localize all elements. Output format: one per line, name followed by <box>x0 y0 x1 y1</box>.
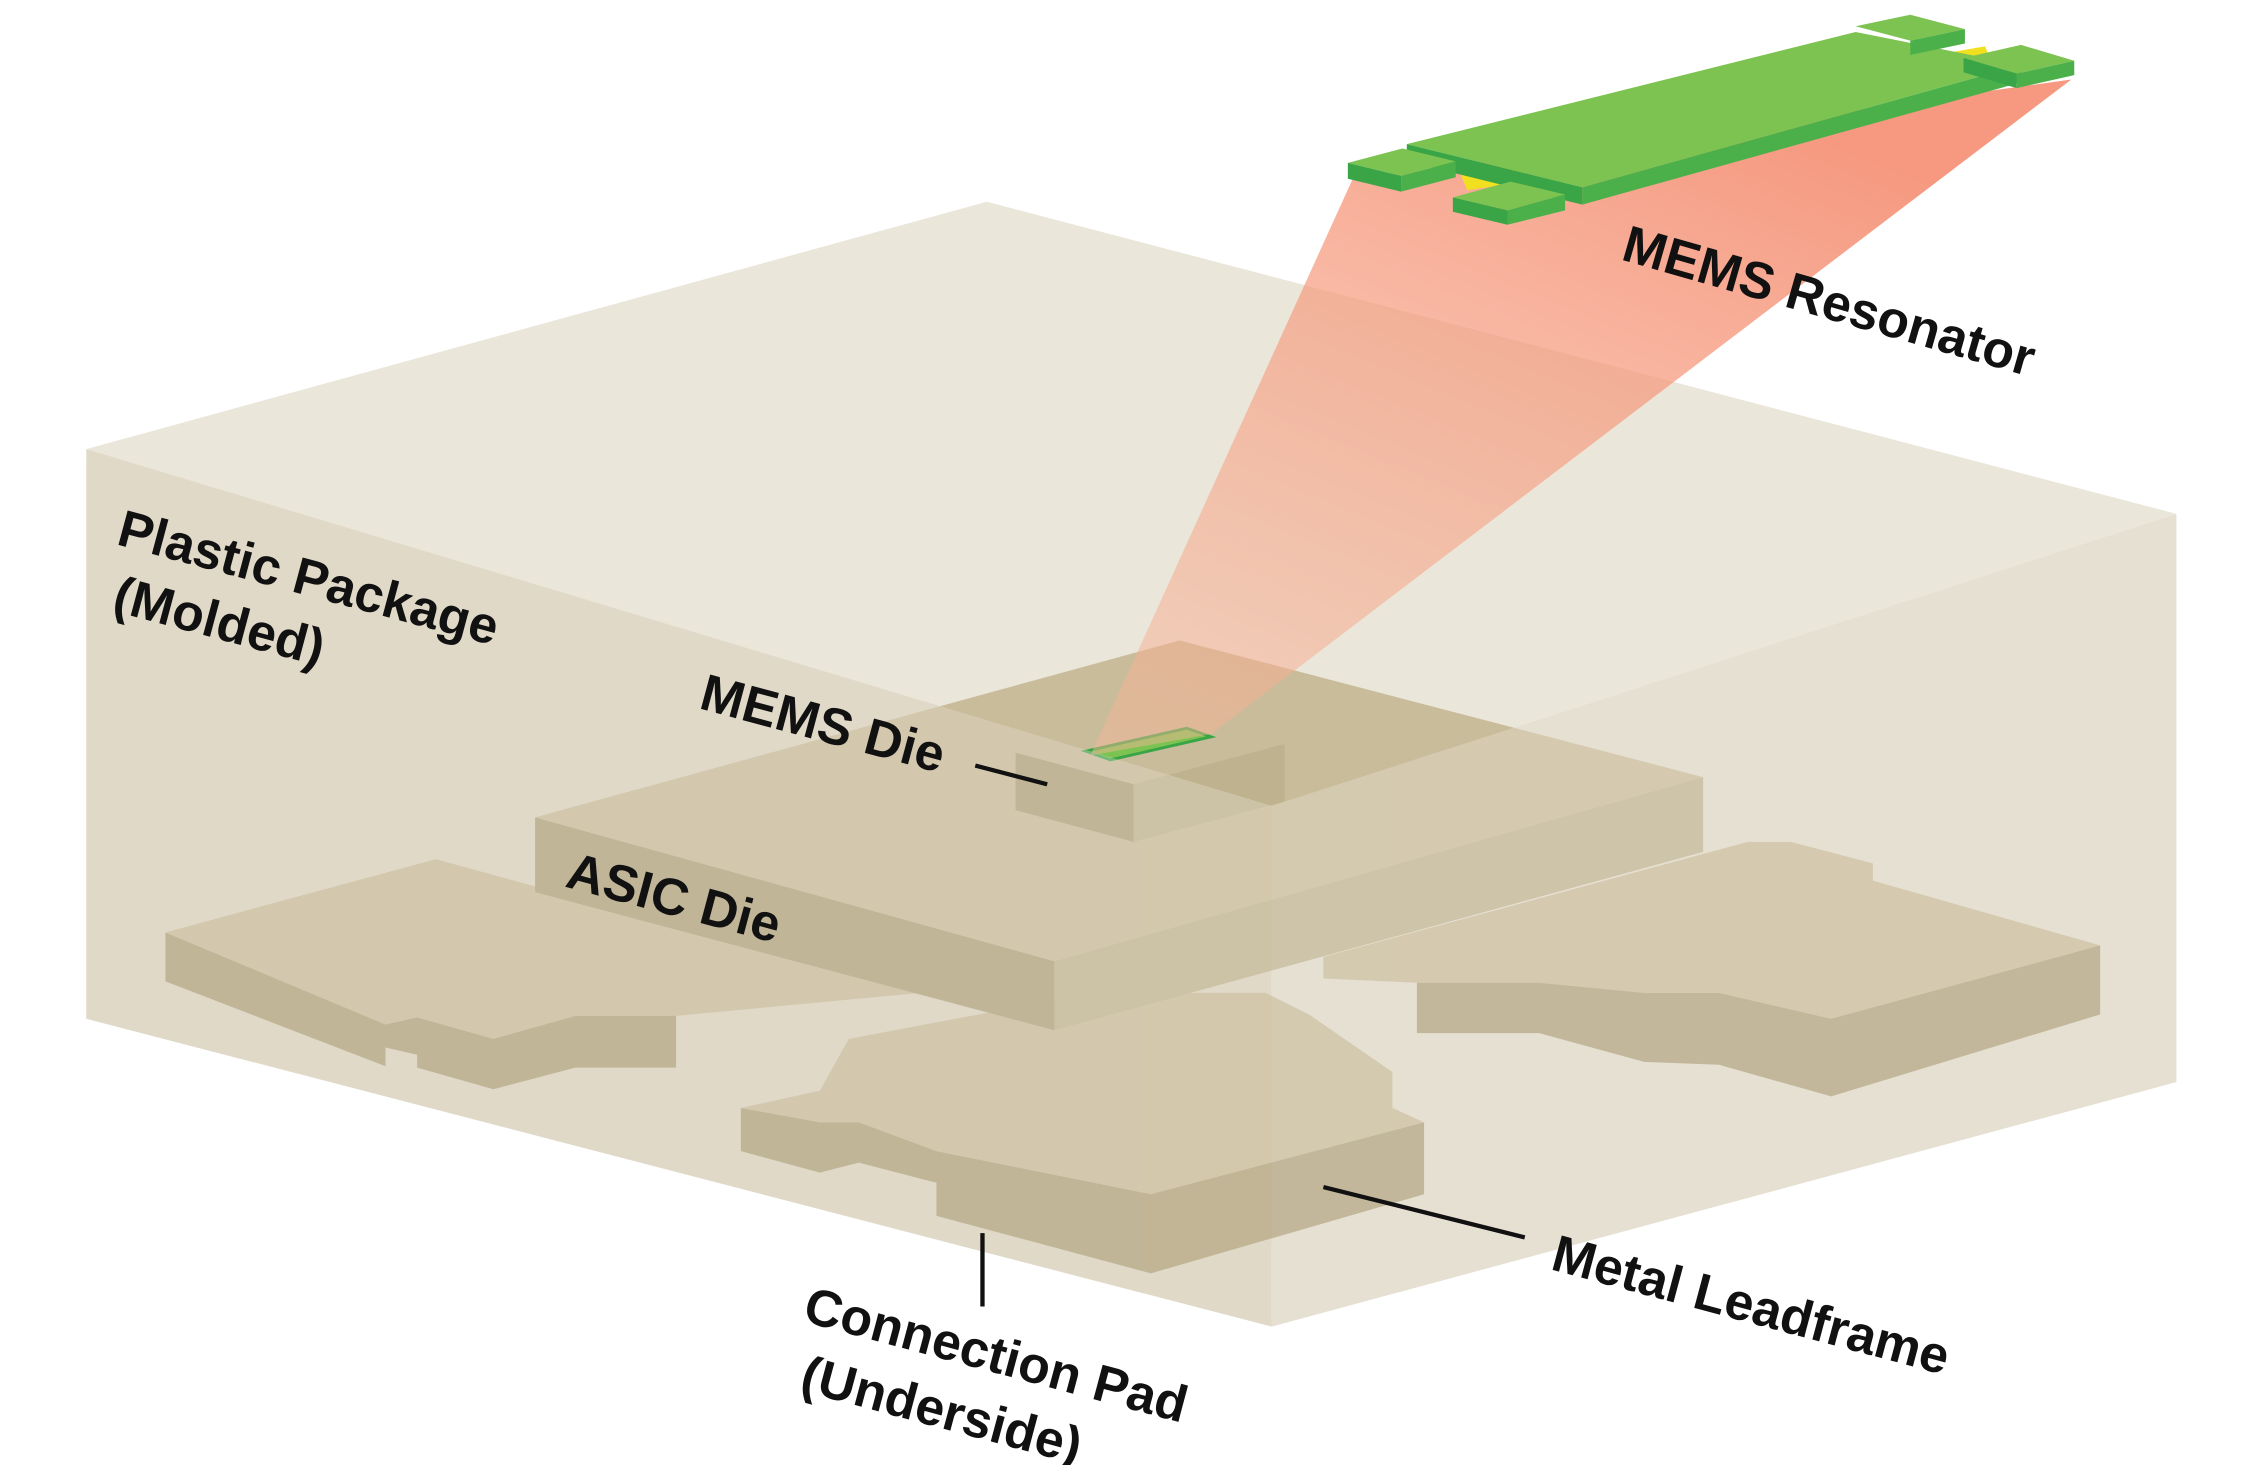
plastic-package-front <box>86 449 2177 1327</box>
mems-die <box>1015 716 1285 842</box>
leadframe-left <box>165 859 921 1090</box>
magnification-beam <box>1090 79 2072 756</box>
label-metal-leadframe: Metal Leadframe <box>1546 1224 1956 1386</box>
metal-leadframe-leader-line <box>1322 1184 1526 1240</box>
mems-die-leader-line <box>974 763 1048 787</box>
metal-leadframe <box>165 841 2101 1274</box>
mems-resonator-enlarged <box>1347 14 2075 225</box>
leadframe-right <box>1323 841 2101 1097</box>
leadframe-center <box>740 992 1425 1274</box>
